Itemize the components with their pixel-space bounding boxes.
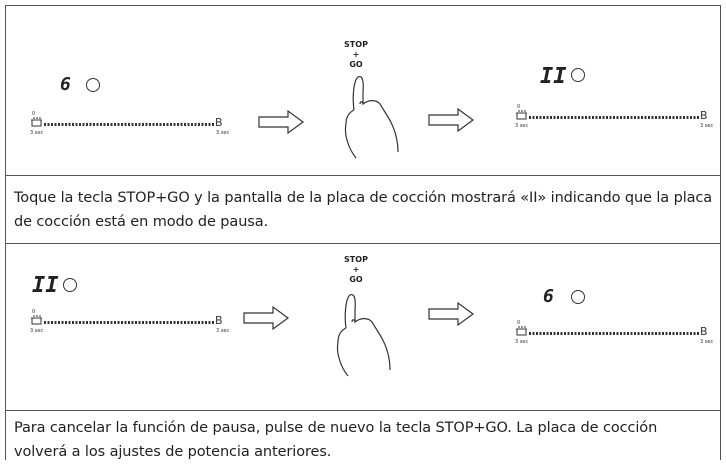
arrow-right-icon — [428, 107, 475, 133]
go-label: GO — [349, 60, 363, 69]
slider-right-sub: 3 sec — [700, 123, 714, 129]
slider-bar — [529, 332, 699, 335]
stop-label: STOP — [344, 40, 368, 49]
slider-right-sub: 3 sec — [700, 339, 714, 345]
slider-left-sub: 3 sec — [515, 123, 529, 129]
pot-icon — [31, 315, 42, 325]
arrow-right-icon — [428, 301, 475, 327]
divider — [5, 5, 720, 6]
slider-end-label: B — [700, 325, 708, 338]
panel-1-caption: Toque la tecla STOP+GO y la pantalla de … — [14, 190, 713, 230]
plus-label: + — [352, 265, 360, 274]
plus-label: + — [352, 50, 360, 59]
divider — [5, 410, 720, 411]
power-level-display: 6 — [60, 74, 71, 95]
stop-label: STOP — [344, 255, 368, 264]
finger-press-icon — [344, 75, 399, 159]
slider-right-sub: 3 sec — [216, 328, 230, 334]
pot-icon — [516, 326, 527, 336]
slider-start-label: 0 — [32, 309, 36, 315]
finger-press-icon — [336, 293, 391, 377]
pot-icon — [516, 110, 527, 120]
cooking-zone-indicator-icon — [63, 278, 77, 292]
go-label: GO — [349, 275, 363, 284]
slider-end-label: B — [215, 116, 223, 129]
slider-right-sub: 3 sec — [216, 130, 230, 136]
slider-end-label: B — [700, 109, 708, 122]
arrow-right-icon — [243, 305, 290, 331]
pause-display: II — [540, 64, 567, 89]
cooking-zone-indicator-icon — [571, 68, 585, 82]
cooking-zone-indicator-icon — [571, 290, 585, 304]
pause-display: II — [32, 273, 59, 298]
slider-start-label: 0 — [32, 111, 36, 117]
slider-bar — [44, 321, 214, 324]
slider-left-sub: 3 sec — [30, 130, 44, 136]
slider-start-label: 0 — [517, 320, 521, 326]
slider-end-label: B — [215, 314, 223, 327]
slider-start-label: 0 — [517, 104, 521, 110]
divider — [5, 243, 720, 244]
cooking-zone-indicator-icon — [86, 78, 100, 92]
pot-icon — [31, 117, 42, 127]
slider-bar — [44, 123, 214, 126]
power-level-display: 6 — [543, 286, 554, 307]
divider — [5, 175, 720, 176]
panel-2-caption: Para cancelar la función de pausa, pulse… — [14, 420, 658, 460]
arrow-right-icon — [258, 109, 305, 135]
slider-left-sub: 3 sec — [30, 328, 44, 334]
slider-left-sub: 3 sec — [515, 339, 529, 345]
slider-bar — [529, 116, 699, 119]
